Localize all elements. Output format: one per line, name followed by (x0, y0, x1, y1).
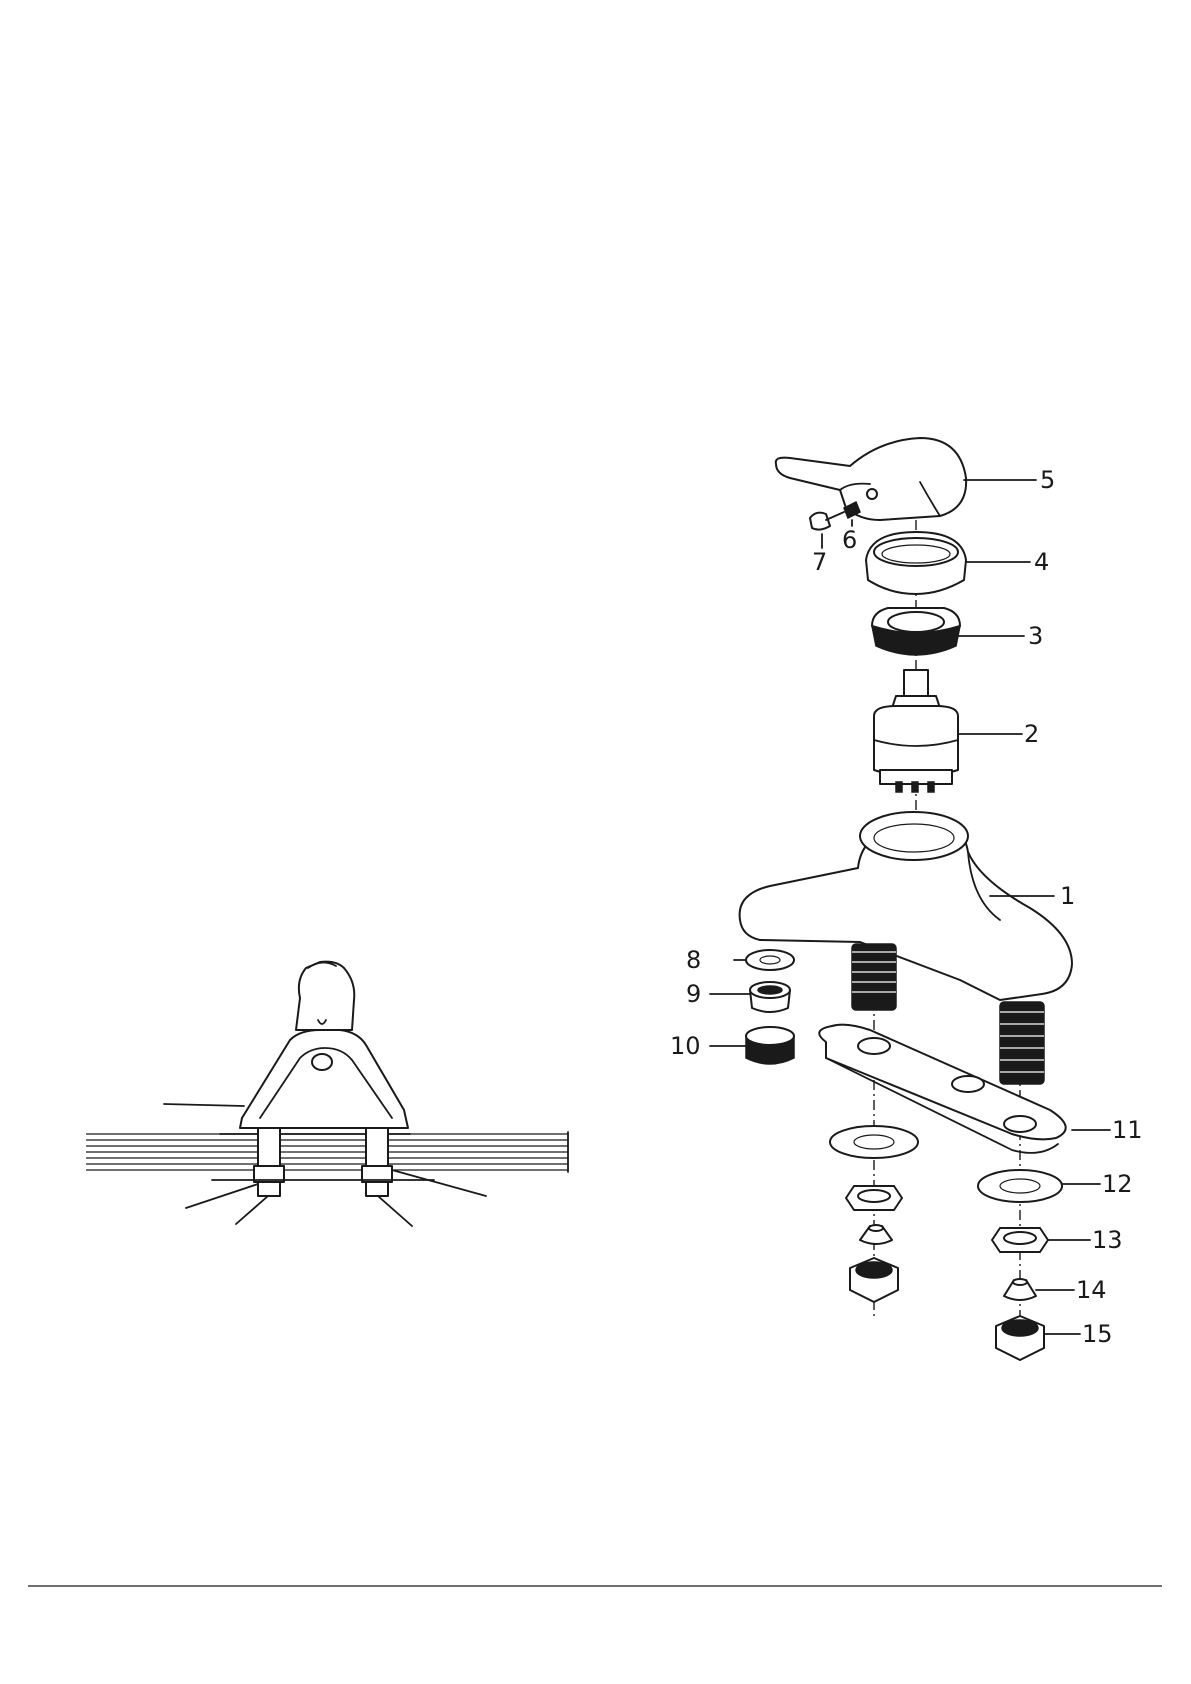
callout-13: 13 (1092, 1226, 1123, 1254)
callout-5: 5 (1040, 466, 1055, 494)
part-13-locknut-right (992, 1228, 1048, 1252)
part-8-washer (746, 950, 794, 970)
callout-12: 12 (1102, 1170, 1133, 1198)
part-9-aerator-insert (750, 982, 790, 1012)
part-12-washer-left (830, 1126, 918, 1158)
part-13-locknut-left (846, 1186, 902, 1210)
faucet-body-side (240, 962, 408, 1128)
part-14-cone-right (1004, 1279, 1036, 1300)
part-3-bonnet-nut (872, 608, 960, 655)
callout-7: 7 (812, 548, 827, 576)
callout-4: 4 (1034, 548, 1049, 576)
countertop (86, 1132, 568, 1172)
part-4-cap-cover (866, 532, 966, 594)
part-2-cartridge (874, 670, 958, 792)
exploded-view: 1 2 3 4 5 6 7 8 9 10 11 12 13 14 15 (670, 438, 1143, 1360)
part-5-handle-lever (776, 438, 966, 520)
callout-6: 6 (842, 526, 857, 554)
part-10-aerator-housing (746, 1027, 794, 1064)
mounting-shanks (212, 1128, 434, 1196)
part-12-washer-right (978, 1170, 1062, 1202)
part-1-faucet-body (740, 812, 1072, 1000)
callout-10: 10 (670, 1032, 701, 1060)
callout-8: 8 (686, 946, 701, 974)
part-14-cone-left (860, 1225, 892, 1244)
callout-1: 1 (1060, 882, 1075, 910)
callout-11: 11 (1112, 1116, 1143, 1144)
callout-3: 3 (1028, 622, 1043, 650)
callout-15: 15 (1082, 1320, 1113, 1348)
part-15-coupling-nut-right (996, 1316, 1044, 1360)
part-7-screw (810, 512, 844, 530)
callout-2: 2 (1024, 720, 1039, 748)
callout-14: 14 (1076, 1276, 1107, 1304)
callout-9: 9 (686, 980, 701, 1008)
part-15-coupling-nut-left (850, 1258, 898, 1302)
installed-faucet-view (86, 962, 568, 1226)
